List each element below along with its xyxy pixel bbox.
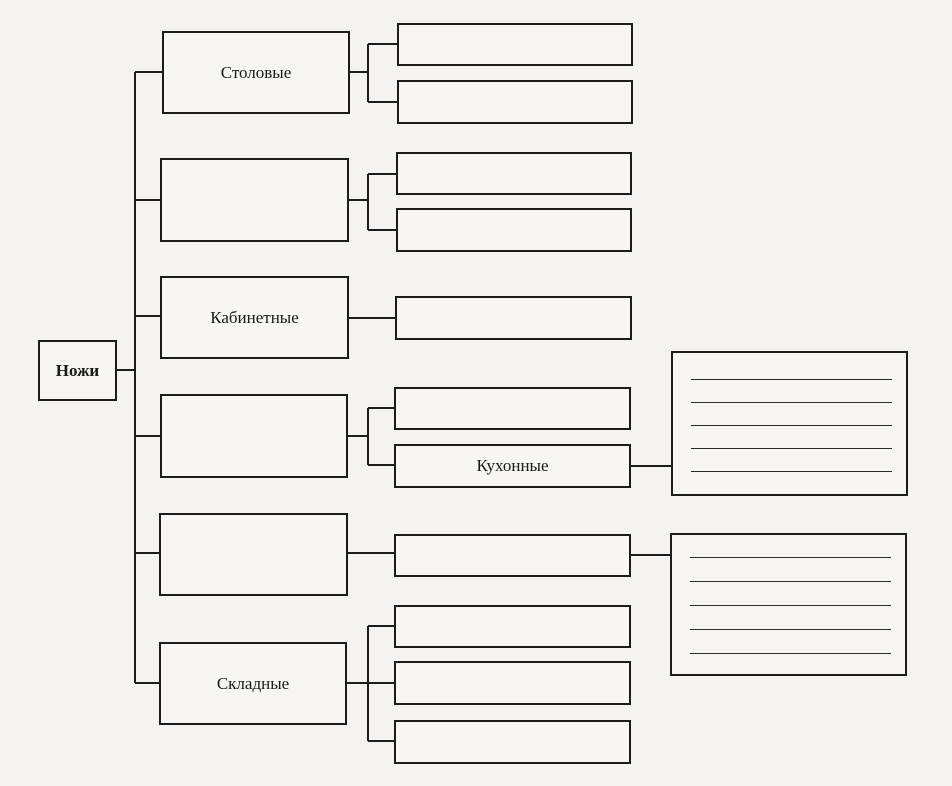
- root-label: Ножи: [55, 360, 100, 380]
- subcategory-node: [395, 296, 632, 340]
- subcategory-label: Кухонные: [476, 456, 549, 475]
- category-label: Складные: [216, 673, 290, 693]
- category-node: Складные: [159, 642, 347, 725]
- subcategory-node: [397, 23, 633, 66]
- subcategory-node: [394, 387, 631, 430]
- category-node: [160, 394, 348, 478]
- blank-line: [690, 557, 891, 558]
- blank-line: [691, 379, 892, 380]
- category-node: Кабинетные: [160, 276, 349, 359]
- subcategory-node: [394, 605, 631, 648]
- subcategory-node: [397, 80, 633, 124]
- blank-line: [690, 653, 891, 654]
- subcategory-node: Кухонные: [394, 444, 631, 488]
- category-label: Столовые: [220, 62, 292, 82]
- category-node: [159, 513, 348, 596]
- subcategory-node: [394, 661, 631, 705]
- blank-line: [691, 402, 892, 403]
- detail-answer-box: [670, 533, 907, 676]
- category-node: [160, 158, 349, 242]
- detail-answer-box: [671, 351, 908, 496]
- subcategory-node: [396, 152, 632, 195]
- category-node: Столовые: [162, 31, 350, 114]
- blank-line: [691, 448, 892, 449]
- blank-line: [690, 605, 891, 606]
- root-node: Ножи: [38, 340, 117, 401]
- subcategory-node: [396, 208, 632, 252]
- subcategory-node: [394, 720, 631, 764]
- blank-line: [691, 471, 892, 472]
- blank-line: [690, 581, 891, 582]
- category-label: Кабинетные: [210, 307, 299, 327]
- blank-line: [690, 629, 891, 630]
- subcategory-node: [394, 534, 631, 577]
- blank-line: [691, 425, 892, 426]
